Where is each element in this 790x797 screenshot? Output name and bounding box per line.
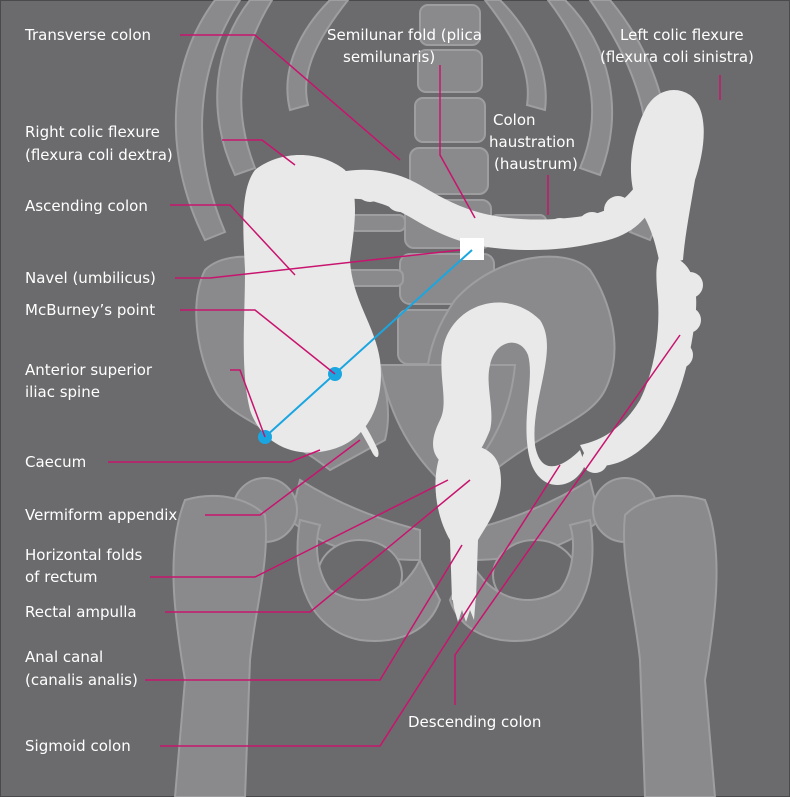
haustrum [652,377,678,403]
label-ascending-colon: Ascending colon [25,197,148,215]
haustrum [632,407,658,433]
vertebra [415,98,485,142]
label-haustration-line2: haustration [489,133,575,151]
label-right-flexure-line2: (flexura coli dextra) [25,146,173,164]
haustrum [578,212,606,240]
label-left-flexure-line1: Left colic flexure [620,26,744,44]
label-anal-canal-line1: Anal canal [25,648,103,666]
haustrum [546,218,574,246]
haustrum [416,198,444,226]
label-asis-line1: Anterior superior [25,361,153,379]
label-rectal-ampulla: Rectal ampulla [25,603,137,621]
label-horizontal-folds-line1: Horizontal folds [25,546,143,564]
haustrum [448,210,476,238]
haustrum [514,221,542,249]
label-navel: Navel (umbilicus) [25,269,156,287]
label-right-flexure-line1: Right colic flexure [25,123,160,141]
haustrum [607,432,633,458]
label-anal-canal-line2: (canalis analis) [25,671,138,689]
label-caecum: Caecum [25,453,86,471]
label-descending-colon: Descending colon [408,713,541,731]
haustrum [667,342,693,368]
label-transverse-colon: Transverse colon [24,26,151,44]
haustrum [481,218,509,246]
label-haustration-line3: (haustrum) [494,155,578,173]
label-asis-line2: iliac spine [25,383,100,401]
label-horizontal-folds-line2: of rectum [25,568,98,586]
label-left-flexure-line2: (flexura coli sinistra) [600,48,754,66]
haustrum [386,184,414,212]
haustrum [356,174,384,202]
haustrum [675,307,701,333]
label-mcburney: McBurney’s point [25,301,155,319]
label-sigmoid-colon: Sigmoid colon [25,737,131,755]
haustrum [677,272,703,298]
transverse-process [350,215,405,231]
label-haustration-line1: Colon [493,111,536,129]
label-semilunar-fold-line1: Semilunar fold (plica [327,26,482,44]
label-semilunar-fold-line2: semilunaris) [343,48,435,66]
haustrum [604,196,632,224]
label-appendix: Vermiform appendix [25,506,177,524]
